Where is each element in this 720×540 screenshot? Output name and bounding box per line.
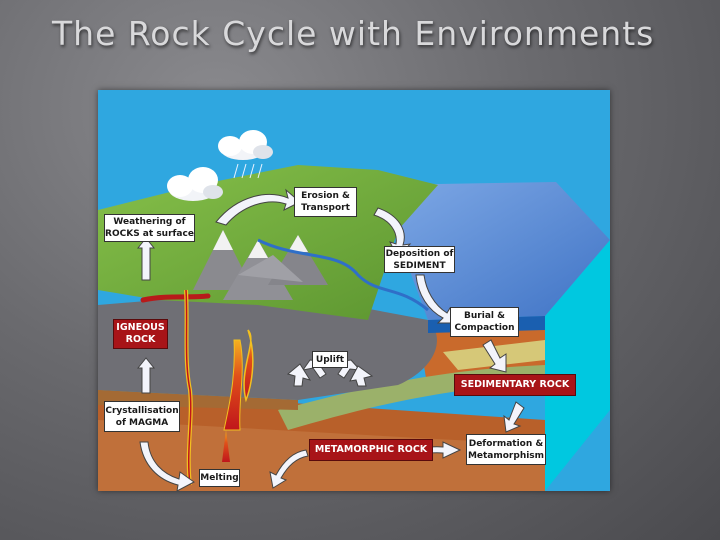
label-deposition: Deposition of SEDIMENT xyxy=(384,246,455,273)
label-deformation-metamorphism: Deformation & Metamorphism xyxy=(466,434,546,465)
label-weathering: Weathering of ROCKS at surface xyxy=(104,214,195,242)
label-igneous-rock: IGNEOUS ROCK xyxy=(113,319,168,349)
label-sedimentary-rock: SEDIMENTARY ROCK xyxy=(454,374,576,396)
label-erosion-transport: Erosion & Transport xyxy=(294,187,357,217)
slide-title: The Rock Cycle with Environments xyxy=(52,14,654,53)
label-melting: Melting xyxy=(199,469,240,487)
rock-cycle-diagram: Weathering of ROCKS at surface Erosion &… xyxy=(98,90,610,491)
label-uplift: Uplift xyxy=(312,351,348,368)
label-metamorphic-rock: METAMORPHIC ROCK xyxy=(309,439,433,461)
label-crystallisation: Crystallisation of MAGMA xyxy=(104,401,180,432)
label-burial-compaction: Burial & Compaction xyxy=(450,307,519,337)
